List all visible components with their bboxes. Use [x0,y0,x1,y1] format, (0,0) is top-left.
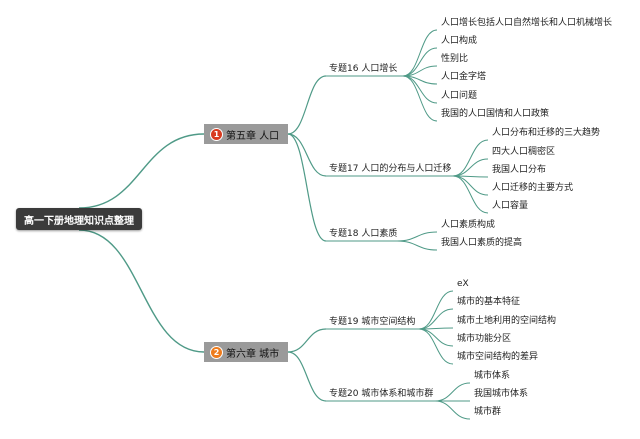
chapter5-topic16-leaf-connector-1 [402,47,438,77]
chapter6-topic20-leaf-0[interactable]: 城市体系 [474,371,511,381]
chapter6-topic19-leaf-1[interactable]: 城市的基本特征 [457,297,521,307]
chapter-5-node[interactable]: 1 第五章 人口 [204,124,288,144]
root-label: 高一下册地理知识点整理 [24,215,134,227]
chapter5-topic18-leaf-0[interactable]: 人口素质构成 [441,220,496,230]
chapter5-topic16-node[interactable]: 专题16 人口增长 [329,64,398,74]
root-to-chapter5-connector [78,133,205,209]
chapter5-topic17-leaf-4[interactable]: 人口容量 [492,201,529,211]
root-to-chapter6-connector [78,229,205,353]
chapter5-topic17-leaf-connector-0 [452,139,489,177]
chapter6-topic19-connector [287,328,327,353]
chapter6-topic19-leaf-4[interactable]: 城市空间结构的差异 [457,352,539,362]
chapter5-topic17-leaf-connector-1 [452,158,489,177]
chapter6-topic20-leaf-connector-0 [434,382,471,402]
chapter6-topic19-node[interactable]: 专题19 城市空间结构 [329,317,416,327]
chapter5-topic17-node[interactable]: 专题17 人口的分布与人口迁移 [329,164,452,174]
chapter6-topic20-connector [287,351,327,402]
chapter5-topic17-leaf-2[interactable]: 我国人口分布 [492,165,547,175]
chapter6-topic20-leaf-1[interactable]: 我国城市体系 [474,389,529,399]
chapter6-topic20-node[interactable]: 专题20 城市体系和城市群 [329,389,434,399]
chapter5-topic16-leaf-connector-0 [402,29,438,77]
chapter5-topic16-leaf-5[interactable]: 我国的人口国情和人口政策 [441,109,550,119]
chapter5-topic16-leaf-1[interactable]: 人口构成 [441,36,478,46]
chapter5-topic17-leaf-1[interactable]: 四大人口稠密区 [492,147,556,157]
root-node[interactable]: 高一下册地理知识点整理 [16,208,142,230]
chapter5-topic16-leaf-0[interactable]: 人口增长包括人口自然增长和人口机械增长 [441,18,613,28]
chapter6-topic19-leaf-0[interactable]: eX [457,279,469,289]
chapter-6-node[interactable]: 2 第六章 城市 [204,342,288,362]
priority-1-icon: 1 [210,127,223,141]
priority-2-icon: 2 [210,345,223,359]
chapter6-topic19-leaf-connector-4 [418,328,454,365]
chapter5-topic17-connector [287,133,327,177]
chapter5-topic16-connector [287,75,327,135]
chapter6-topic20-leaf-2[interactable]: 城市群 [474,407,502,417]
chapter5-topic16-leaf-4[interactable]: 人口问题 [441,91,478,101]
chapter5-topic18-leaf-1[interactable]: 我国人口素质的提高 [441,238,523,248]
chapter-6-label: 第六章 城市 [226,348,280,360]
chapter5-topic17-leaf-3[interactable]: 人口迁移的主要方式 [492,183,574,193]
chapter5-topic18-leaf-connector-1 [396,240,438,251]
chapter6-topic20-leaf-connector-2 [434,400,471,420]
chapter5-topic17-leaf-connector-3 [452,175,489,196]
chapter5-topic18-leaf-connector-0 [396,231,438,242]
chapter-5-label: 第五章 人口 [226,130,280,142]
chapter5-topic16-leaf-2[interactable]: 性别比 [441,54,469,64]
chapter5-topic18-node[interactable]: 专题18 人口素质 [329,229,398,239]
chapter6-topic19-leaf-2[interactable]: 城市土地利用的空间结构 [457,316,557,326]
chapter5-topic17-leaf-0[interactable]: 人口分布和迁移的三大趋势 [492,128,601,138]
chapter6-topic19-leaf-3[interactable]: 城市功能分区 [457,334,512,344]
chapter5-topic16-leaf-3[interactable]: 人口金字塔 [441,72,487,82]
chapter6-topic19-leaf-connector-1 [418,308,454,330]
chapter5-topic18-connector [287,133,327,242]
chapter6-topic19-leaf-connector-3 [418,328,454,347]
chapter5-topic16-leaf-connector-5 [402,75,438,122]
chapter6-topic19-leaf-connector-0 [418,290,454,330]
chapter5-topic17-leaf-connector-4 [452,175,489,214]
